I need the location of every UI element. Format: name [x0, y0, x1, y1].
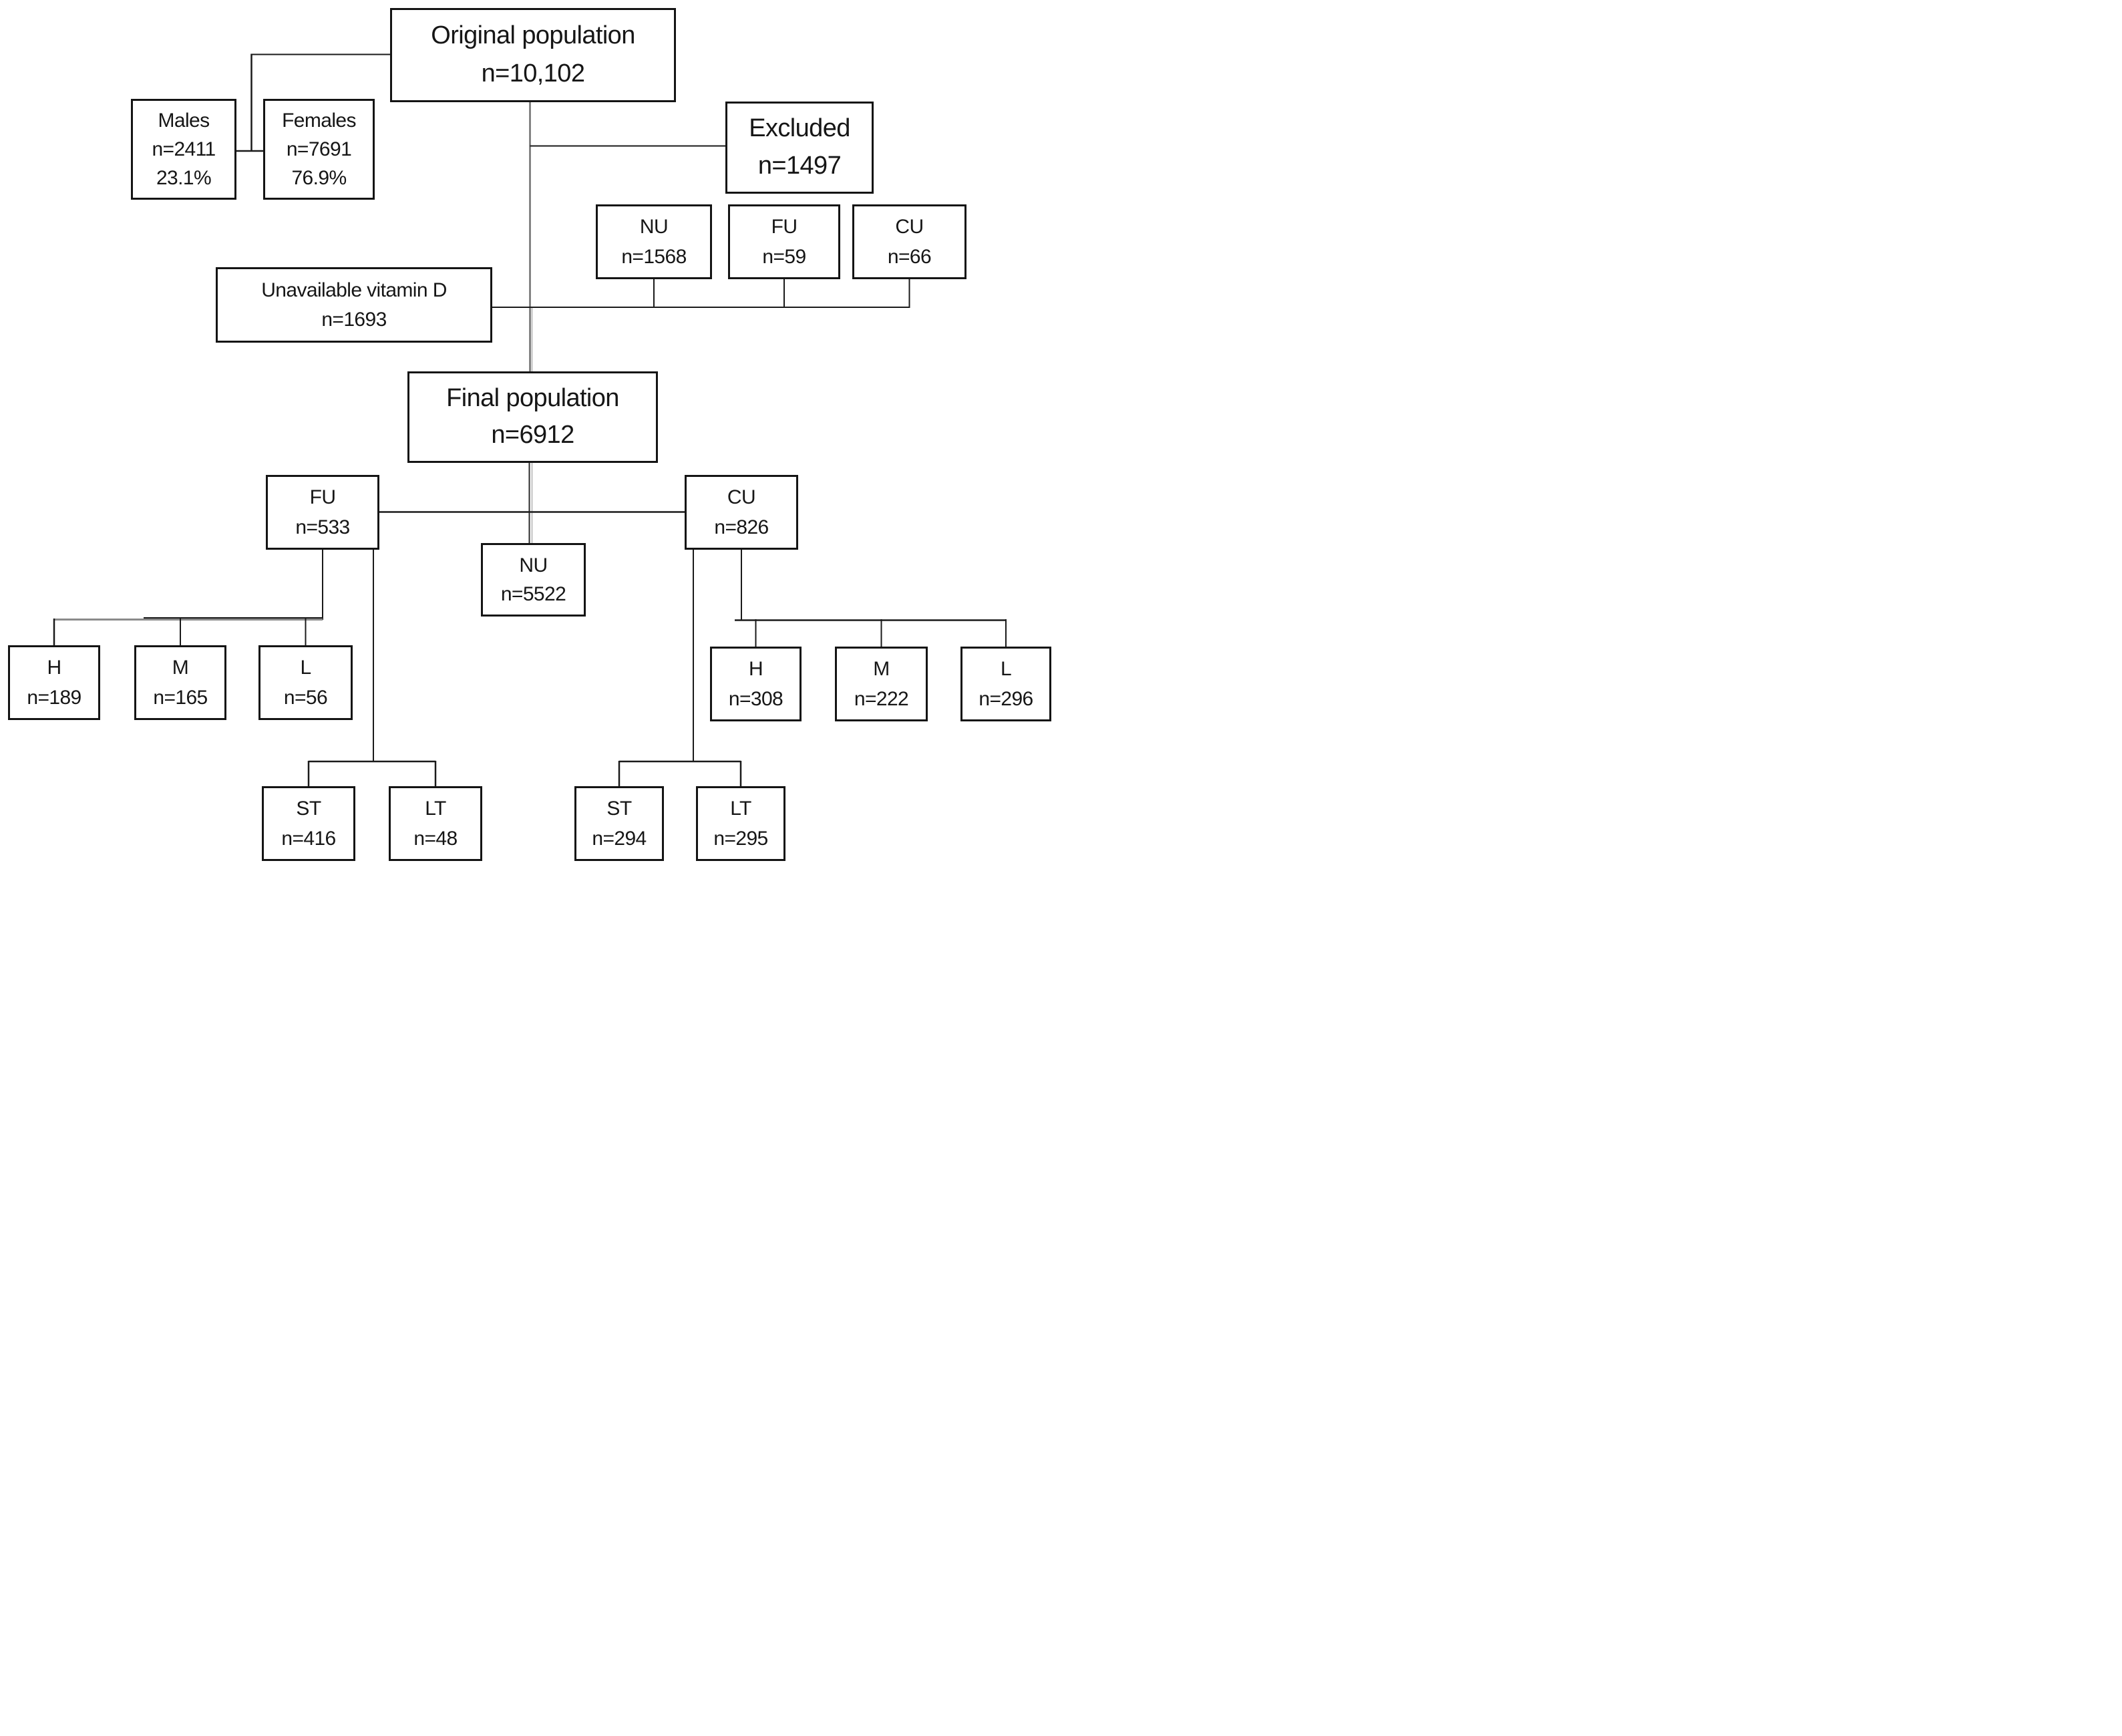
box-count: n=5522 — [500, 583, 566, 606]
box-fu-m: M n=165 — [134, 645, 226, 720]
box-fu-h: H n=189 — [8, 645, 100, 720]
box-count: n=1568 — [621, 245, 687, 268]
box-count: n=294 — [592, 827, 647, 850]
box-title: L — [1000, 658, 1012, 681]
box-fu-lt: LT n=48 — [389, 786, 482, 861]
box-title: CU — [895, 216, 924, 238]
box-title: M — [873, 658, 890, 681]
box-count: n=2411 — [152, 138, 216, 160]
box-title: Final population — [446, 383, 619, 412]
box-count: n=1497 — [757, 152, 842, 180]
box-title: L — [300, 657, 311, 679]
box-count: n=165 — [153, 686, 208, 709]
box-females: Females n=7691 76.9% — [263, 99, 375, 200]
box-count: n=416 — [281, 827, 336, 850]
box-title: NU — [519, 554, 548, 576]
box-unavailable-vitamin-d: Unavailable vitamin D n=1693 — [216, 267, 492, 343]
box-count: n=6912 — [491, 421, 574, 450]
box-title: Original population — [431, 21, 635, 50]
box-count: n=308 — [728, 687, 783, 710]
box-final-population: Final population n=6912 — [407, 371, 658, 463]
box-count: n=826 — [714, 516, 769, 538]
box-title: NU — [639, 216, 669, 238]
connector-lines — [53, 53, 1007, 787]
box-count: n=10,102 — [481, 59, 585, 88]
box-title: LT — [425, 798, 446, 820]
box-males: Males n=2411 23.1% — [131, 99, 236, 200]
box-title: FU — [771, 216, 798, 238]
box-cu-st: ST n=294 — [574, 786, 664, 861]
box-title: H — [47, 657, 61, 679]
box-cu-m: M n=222 — [835, 647, 928, 721]
box-title: LT — [730, 798, 751, 820]
box-title: FU — [309, 486, 336, 509]
box-nu: NU n=5522 — [481, 543, 586, 617]
box-title: H — [748, 658, 763, 681]
box-count: n=59 — [762, 245, 806, 268]
box-excluded-fu: FU n=59 — [728, 204, 840, 279]
box-original-population: Original population n=10,102 — [390, 8, 676, 102]
box-count: n=533 — [295, 516, 350, 538]
box-excluded: Excluded n=1497 — [725, 102, 874, 194]
box-title: CU — [727, 486, 756, 509]
box-fu-st: ST n=416 — [262, 786, 355, 861]
box-cu-lt: LT n=295 — [696, 786, 785, 861]
box-title: Males — [158, 110, 210, 132]
box-title: ST — [296, 798, 321, 820]
box-title: Females — [282, 110, 356, 132]
box-percent: 76.9% — [291, 167, 347, 189]
box-count: n=1693 — [321, 309, 387, 331]
box-count: n=7691 — [286, 138, 352, 160]
box-title: Excluded — [749, 114, 850, 143]
box-fu-l: L n=56 — [258, 645, 353, 720]
box-excluded-nu: NU n=1568 — [596, 204, 712, 279]
box-cu-l: L n=296 — [960, 647, 1051, 721]
box-percent: 23.1% — [156, 167, 212, 189]
box-count: n=56 — [283, 686, 328, 709]
flowchart: Original population n=10,102 Males n=241… — [0, 0, 1061, 868]
box-cu-h: H n=308 — [710, 647, 802, 721]
box-excluded-cu: CU n=66 — [852, 204, 966, 279]
box-cu: CU n=826 — [685, 475, 798, 550]
box-count: n=296 — [979, 687, 1033, 710]
box-title: M — [172, 657, 189, 679]
box-count: n=66 — [887, 245, 932, 268]
box-title: Unavailable vitamin D — [261, 279, 447, 301]
box-title: ST — [606, 798, 632, 820]
box-count: n=222 — [854, 687, 909, 710]
box-count: n=189 — [27, 686, 81, 709]
box-fu: FU n=533 — [266, 475, 379, 550]
box-count: n=48 — [413, 827, 458, 850]
box-count: n=295 — [713, 827, 768, 850]
